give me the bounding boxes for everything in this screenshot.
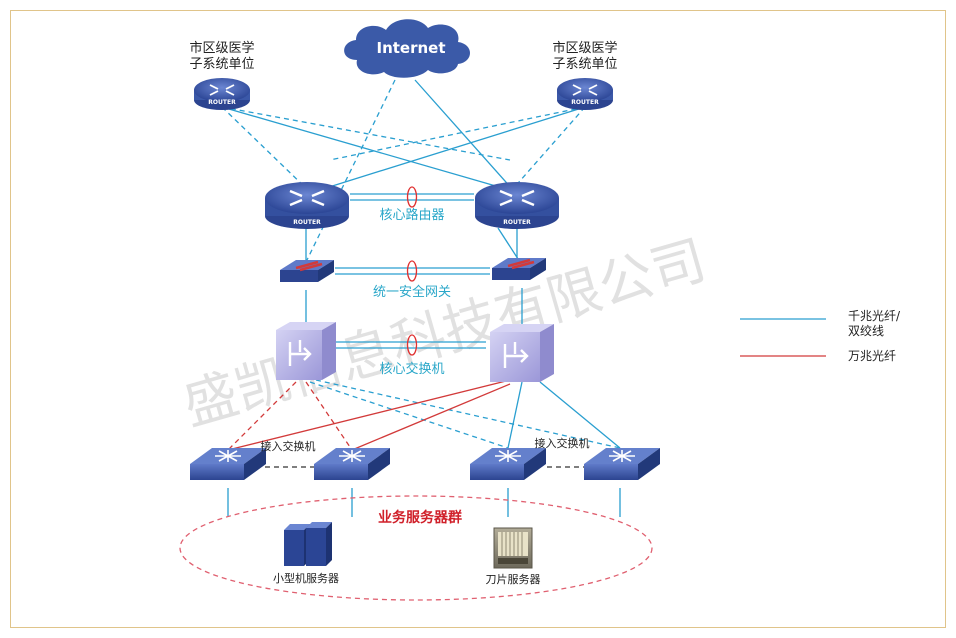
- firewall-icon: [295, 260, 323, 272]
- router-tag: ROUTER: [571, 99, 599, 106]
- server-group-boundary: [179, 495, 653, 601]
- watermark-text: 盛凯信息科技有限公司: [176, 228, 712, 437]
- router-tag: ROUTER: [503, 219, 531, 226]
- core-switch-left: [276, 322, 336, 380]
- switch-icon: [288, 340, 312, 366]
- minicomputer-server: 小型机服务器: [273, 522, 339, 585]
- link-coresw-right-access4: [539, 381, 621, 449]
- legend: 千兆光纤/ 双绞线 万兆光纤: [740, 309, 901, 363]
- link-coresw-left-access2: [305, 381, 353, 451]
- link-branch-left-core-left: [221, 106, 311, 193]
- link-branch-right-core-left: [309, 106, 586, 194]
- branch-left-line1: 市区级医学: [189, 40, 254, 56]
- blade-server-icon: [493, 527, 533, 569]
- gateway-right: [492, 258, 546, 280]
- diagram-frame: [10, 10, 946, 628]
- links-tengig-dashed: [227, 381, 353, 451]
- core-switch-right: [490, 324, 554, 382]
- router-tag: ROUTER: [293, 219, 321, 226]
- link-internet-gw-left: [305, 79, 396, 263]
- link-branch-left-core-right: [221, 106, 521, 194]
- link-coresw-right-access3: [507, 381, 523, 449]
- router-tag: ROUTER: [208, 99, 236, 106]
- router-icon: [557, 78, 613, 102]
- access-switch-4: [584, 448, 660, 480]
- link-coresw-left-access1: [227, 381, 297, 451]
- core-switch-label: 核心交换机: [379, 361, 444, 377]
- links-gigabit-dashed: [221, 79, 621, 449]
- server-icon: [284, 522, 332, 566]
- switch-icon: [503, 342, 529, 368]
- firewall-icon: [507, 258, 535, 270]
- switch-icon: [215, 450, 241, 462]
- server-minicomputer-label: 小型机服务器: [273, 571, 339, 585]
- link-coresw-left-access3: [309, 381, 509, 449]
- link-coresw-left-access4: [315, 379, 621, 449]
- access-switch-1: [190, 448, 266, 480]
- link-coresw-right-access2: [351, 383, 511, 451]
- server-group-label: 业务服务器群: [378, 509, 462, 526]
- branch-router-left: 市区级医学 子系统单位 ROUTER: [189, 40, 255, 110]
- router-icon: [194, 78, 250, 102]
- switch-icon: [609, 450, 635, 462]
- router-icon: [265, 182, 349, 214]
- branch-right-line1: 市区级医学: [552, 40, 617, 56]
- gateway-label: 统一安全网关: [373, 284, 451, 300]
- access-switch-3: [470, 448, 546, 480]
- gateway-left: [280, 260, 334, 282]
- access-switch-right-label: 接入交换机: [535, 436, 590, 450]
- links-tengig: [227, 379, 511, 451]
- link-coresw-right-access1: [227, 379, 511, 451]
- legend-gigabit-line2: 双绞线: [848, 323, 884, 338]
- link-router-gw-right-b: [497, 227, 521, 263]
- link-aggregation-markers: [406, 186, 418, 356]
- core-router-label: 核心路由器: [379, 207, 444, 223]
- router-icon: [475, 182, 559, 214]
- core-router-left: ROUTER: [265, 182, 349, 229]
- branch-right-line2: 子系统单位: [552, 57, 617, 72]
- switch-icon: [339, 450, 365, 462]
- link-branch-right-core-right: [511, 106, 586, 191]
- branch-router-right: 市区级医学 子系统单位 ROUTER: [552, 40, 618, 110]
- switch-icon: [495, 450, 521, 462]
- access-switch-2: [314, 448, 390, 480]
- link-internet-core-right: [414, 79, 514, 191]
- access-switch-left-label: 接入交换机: [261, 439, 316, 453]
- branch-left-line2: 子系统单位: [189, 57, 254, 72]
- legend-gigabit-line1: 千兆光纤/: [848, 309, 901, 323]
- link-branch-left-dash: [221, 106, 511, 161]
- legend-tengig-label: 万兆光纤: [848, 349, 896, 363]
- internet-cloud: Internet: [344, 19, 470, 78]
- cloud-icon: [344, 19, 470, 78]
- internet-label: Internet: [376, 39, 445, 57]
- blade-server: 刀片服务器: [486, 527, 541, 586]
- link-branch-right-dash: [329, 106, 586, 161]
- core-router-right: ROUTER: [475, 182, 559, 229]
- server-blade-label: 刀片服务器: [486, 573, 541, 586]
